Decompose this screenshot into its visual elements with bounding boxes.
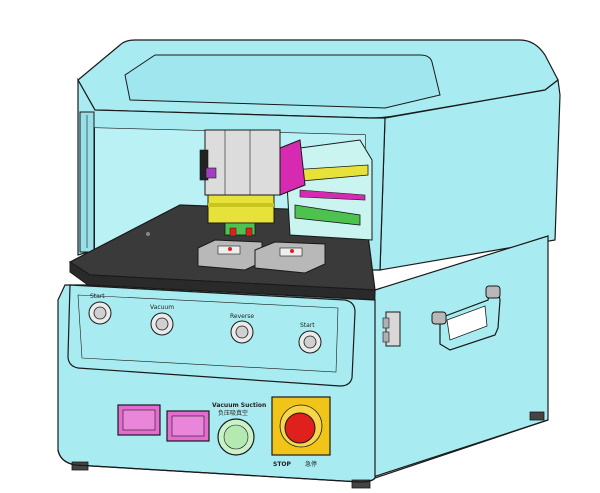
vacuum-suction-button[interactable] bbox=[217, 418, 255, 456]
panel-button-vacuum[interactable] bbox=[150, 312, 174, 336]
cabinet-right-face bbox=[369, 235, 549, 479]
vacuum-label: Vacuum Suction bbox=[212, 402, 266, 409]
actuator-column bbox=[204, 129, 281, 196]
fixture-left bbox=[197, 239, 263, 271]
hood-top-panel bbox=[124, 54, 441, 109]
control-panel bbox=[67, 284, 356, 387]
yellow-head bbox=[207, 194, 275, 224]
panel-button-label: Start bbox=[300, 322, 315, 329]
estop-label: STOP bbox=[273, 461, 292, 468]
panel-button-label: Reverse bbox=[230, 313, 254, 320]
side-latch[interactable] bbox=[382, 311, 401, 347]
panel-button-label: Start bbox=[90, 293, 105, 300]
panel-button-label: Vacuum bbox=[150, 304, 174, 311]
vacuum-sublabel: 负压吸真空 bbox=[218, 409, 248, 417]
emergency-stop-button[interactable] bbox=[271, 396, 331, 456]
fixture-right bbox=[254, 241, 326, 274]
panel-button-start-right[interactable] bbox=[298, 330, 322, 354]
foot bbox=[351, 479, 371, 489]
panel-button-reverse[interactable] bbox=[230, 320, 254, 344]
pink-button-right[interactable] bbox=[166, 410, 210, 442]
estop-sublabel: 急停 bbox=[305, 460, 317, 468]
pink-button-left[interactable] bbox=[117, 404, 161, 436]
panel-button-start-left[interactable] bbox=[88, 301, 112, 325]
foot bbox=[529, 411, 545, 421]
